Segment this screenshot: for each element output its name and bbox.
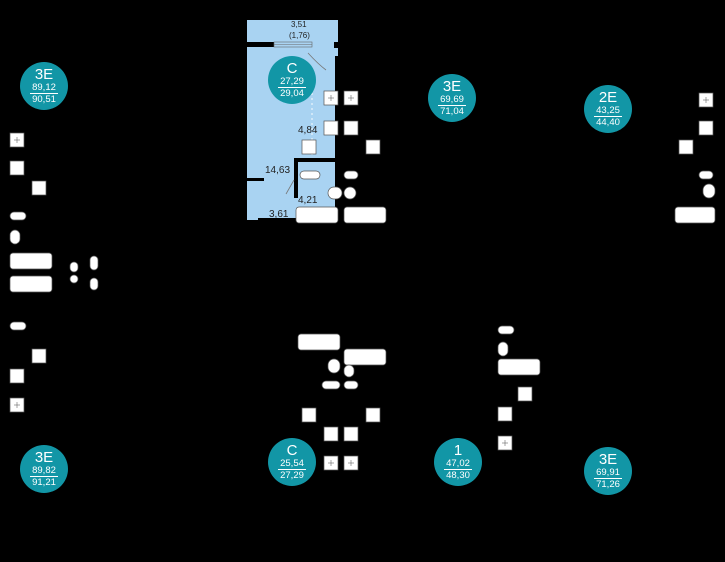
unit-living-area: 43,25 (596, 105, 620, 116)
dim-room: 14,63 (265, 165, 291, 176)
dim-bath: 4,21 (298, 195, 318, 206)
dim-balcony: 3,51 (291, 20, 307, 29)
unit-living-area: 27,29 (280, 76, 304, 87)
dim-balcony-sub: (1,76) (289, 31, 310, 40)
unit-living-area: 47,02 (446, 458, 470, 469)
unit-badge-studio-top[interactable]: С 27,29 29,04 (268, 56, 316, 104)
unit-living-area: 89,12 (32, 82, 56, 93)
unit-code: 3Е (442, 78, 462, 95)
unit-total-area: 71,26 (594, 478, 622, 490)
unit-badge-2e-right-top[interactable]: 2Е 43,25 44,40 (584, 85, 632, 133)
unit-code: 3Е (34, 449, 54, 466)
unit-living-area: 25,54 (280, 458, 304, 469)
unit-total-area: 44,40 (594, 116, 622, 128)
unit-living-area: 69,91 (596, 467, 620, 478)
unit-code: 2Е (598, 89, 618, 106)
unit-badge-3e-right-bottom[interactable]: 3Е 69,91 71,26 (584, 447, 632, 495)
fixture-marks (14, 95, 709, 466)
unit-code: С (286, 60, 298, 77)
unit-badge-3e-left-top[interactable]: 3Е 89,12 90,51 (20, 62, 68, 110)
dim-entry: 3,61 (269, 209, 289, 220)
unit-code: 3Е (598, 451, 618, 468)
unit-total-area: 48,30 (444, 469, 472, 481)
unit-total-area: 27,29 (278, 469, 306, 481)
sanitary-fixtures (9, 90, 716, 471)
unit-total-area: 71,04 (438, 105, 466, 117)
dim-hall: 4,84 (298, 125, 318, 136)
unit-code: С (286, 442, 298, 459)
unit-total-area: 91,21 (30, 476, 58, 488)
unit-code: 3Е (34, 66, 54, 83)
unit-badge-3e-mid-top[interactable]: 3Е 69,69 71,04 (428, 74, 476, 122)
unit-living-area: 69,69 (440, 94, 464, 105)
unit-total-area: 29,04 (278, 87, 306, 99)
unit-total-area: 90,51 (30, 93, 58, 105)
unit-badge-studio-bottom[interactable]: С 25,54 27,29 (268, 438, 316, 486)
unit-living-area: 89,82 (32, 465, 56, 476)
unit-badge-1-bottom[interactable]: 1 47,02 48,30 (434, 438, 482, 486)
unit-badge-3e-left-bottom[interactable]: 3Е 89,82 91,21 (20, 445, 68, 493)
unit-code: 1 (453, 442, 463, 459)
